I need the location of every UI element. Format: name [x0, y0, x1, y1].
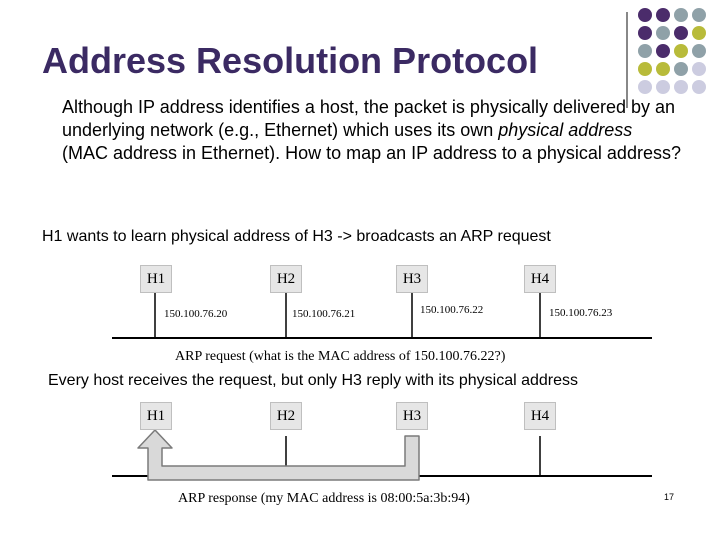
- request-ip-h4: 150.100.76.23: [549, 307, 613, 319]
- decor-dot: [674, 8, 688, 22]
- decor-dot: [674, 44, 688, 58]
- response-host-h3: H3: [396, 402, 428, 430]
- request-ip-h3: 150.100.76.22: [420, 304, 484, 316]
- response-host-h4: H4: [524, 402, 556, 430]
- decor-dot: [638, 8, 652, 22]
- page-number: 17: [664, 492, 675, 502]
- decor-dot: [674, 26, 688, 40]
- request-heading: H1 wants to learn physical address of H3…: [42, 228, 551, 245]
- decor-dot: [638, 44, 652, 58]
- decor-dot: [692, 62, 706, 76]
- decor-dot: [656, 26, 670, 40]
- response-host-h1: H1: [140, 402, 172, 430]
- decor-dot: [656, 80, 670, 94]
- intro-paragraph: Although IP address identifies a host, t…: [62, 96, 682, 165]
- decor-dot: [692, 44, 706, 58]
- decor-dot: [638, 80, 652, 94]
- decor-dot: [692, 26, 706, 40]
- request-host-h3: H3: [396, 265, 428, 293]
- decor-dot: [638, 62, 652, 76]
- request-ip-h2: 150.100.76.21: [292, 308, 356, 320]
- intro-text-after: (MAC address in Ethernet). How to map an…: [62, 143, 681, 163]
- arp-response-arrow: [137, 429, 420, 481]
- decor-dot: [638, 26, 652, 40]
- decor-dot: [656, 44, 670, 58]
- request-caption: ARP request (what is the MAC address of …: [175, 349, 506, 364]
- response-heading: Every host receives the request, but onl…: [48, 372, 579, 389]
- response-host-h2: H2: [270, 402, 302, 430]
- decor-dot: [656, 62, 670, 76]
- decor-dot: [674, 80, 688, 94]
- intro-text-emphasis: physical address: [498, 120, 633, 140]
- intro-text-before: Although IP address identifies a host, t…: [62, 97, 676, 140]
- response-caption: ARP response (my MAC address is 08:00:5a…: [178, 491, 470, 506]
- request-host-h4: H4: [524, 265, 556, 293]
- decor-dot: [692, 80, 706, 94]
- decor-dot: [674, 62, 688, 76]
- slide-title: Address Resolution Protocol: [42, 40, 539, 81]
- title-divider: [626, 12, 628, 108]
- request-host-h2: H2: [270, 265, 302, 293]
- request-ip-h1: 150.100.76.20: [164, 308, 228, 320]
- decor-dot: [656, 8, 670, 22]
- decor-dot: [692, 8, 706, 22]
- request-host-h1: H1: [140, 265, 172, 293]
